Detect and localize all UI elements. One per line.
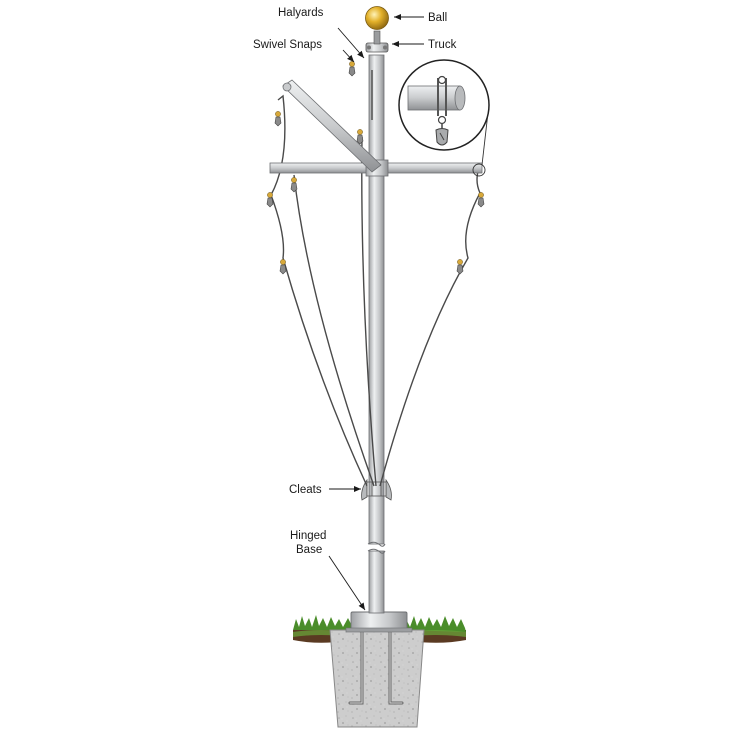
label-truck: Truck (428, 39, 457, 51)
label-hinged: Hinged (290, 530, 326, 542)
label-swivel-snaps: Swivel Snaps (253, 39, 322, 51)
pole-shaft (367, 54, 386, 614)
hinged-base (345, 611, 413, 633)
label-base: Base (296, 544, 322, 556)
callout-arrows (328, 14, 424, 611)
grass (293, 615, 466, 632)
label-halyards: Halyards (278, 7, 324, 19)
gaff (282, 79, 382, 173)
concrete-footing (329, 628, 425, 728)
halyard-ropes (270, 70, 481, 487)
label-cleats: Cleats (289, 484, 322, 496)
swivel-snaps (266, 61, 485, 275)
label-ball: Ball (428, 12, 447, 24)
detail-inset (398, 59, 490, 177)
ball (365, 6, 389, 30)
truck (365, 30, 389, 53)
